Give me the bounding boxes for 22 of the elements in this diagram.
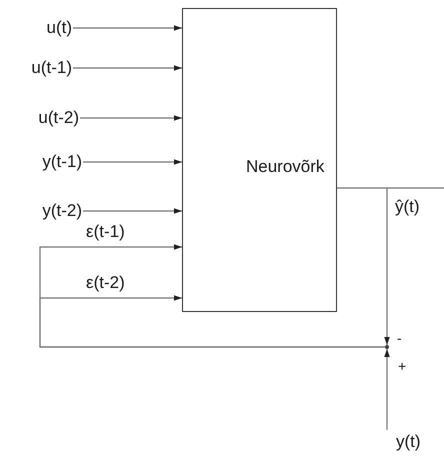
arrow [83,208,182,214]
signal-label: y(t-1) [42,152,82,171]
arrow [337,187,390,345]
arrow [73,25,182,31]
edge-label: ŷ(t) [395,197,420,217]
signal-label: y(t) [396,432,421,451]
arrow [384,349,390,430]
arrow [80,115,182,121]
signal-label: u(t) [46,18,72,37]
signal-label: u(t-1) [31,58,72,77]
signal-label: u(t-2) [38,108,79,127]
edge-label: ε(t-1) [86,222,125,242]
sign-label: - [397,329,402,348]
box-label: Neurovõrk [246,157,324,176]
arrow [83,159,182,165]
arrow [73,65,182,71]
summing-point [385,345,389,349]
sign-label: + [398,357,406,376]
edge-label: ε(t-2) [86,273,125,293]
arrow [39,295,385,348]
signal-label: y(t-2) [42,201,82,220]
process-box [182,8,337,312]
